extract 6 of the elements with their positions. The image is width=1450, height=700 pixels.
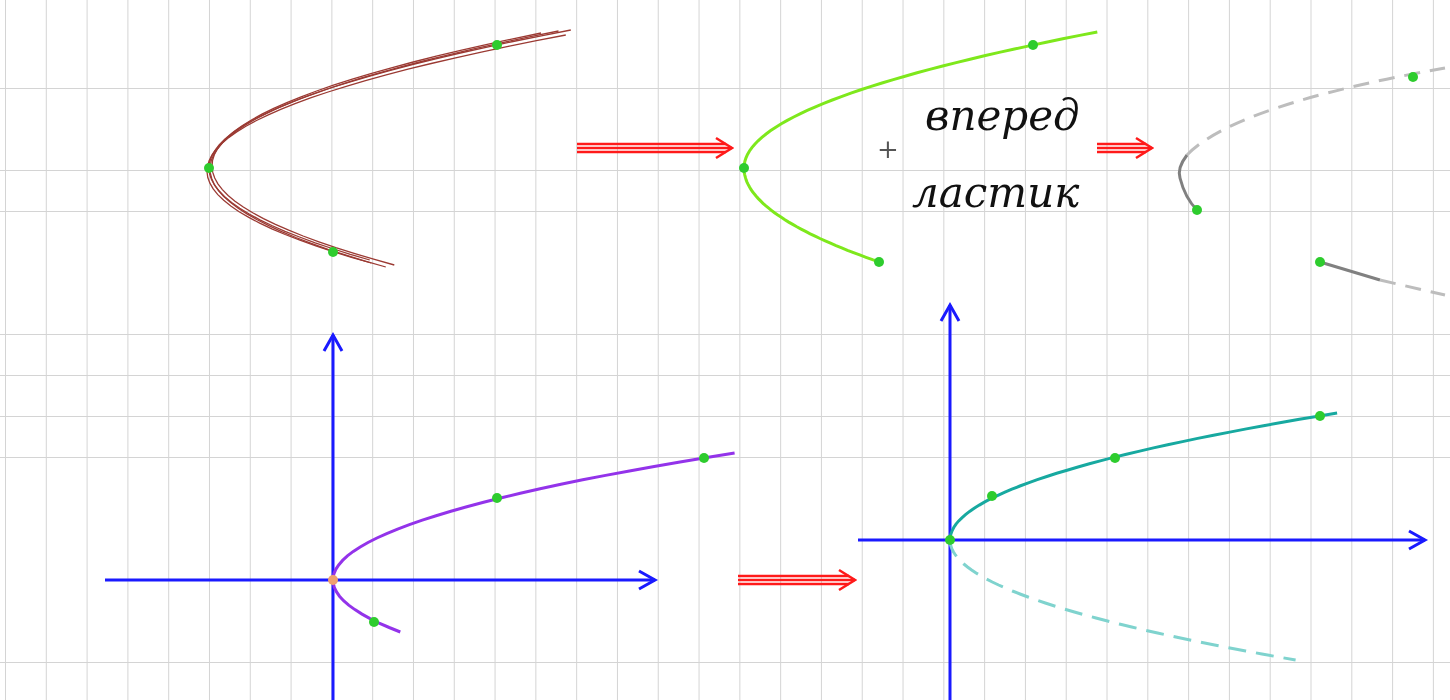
double-arrow	[736, 568, 857, 592]
double-arrow	[1095, 136, 1154, 160]
plus-sign: +	[877, 136, 899, 162]
handwritten-note: ластик	[912, 172, 1080, 214]
double-arrow	[575, 136, 734, 160]
handwritten-note: вперед	[925, 95, 1080, 137]
